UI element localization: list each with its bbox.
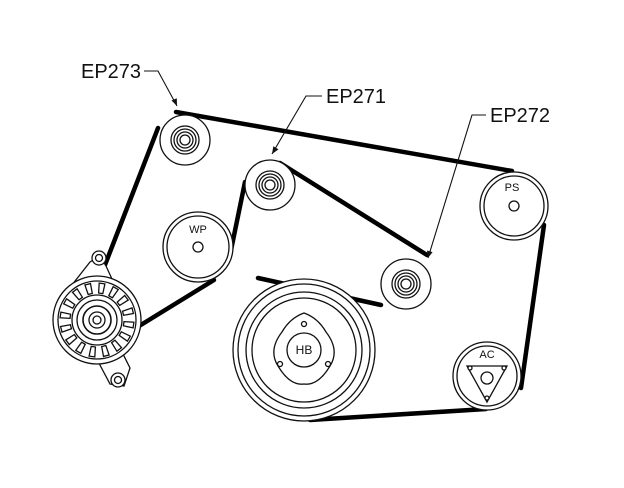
alternator — [52, 250, 142, 388]
serpentine-belt — [83, 109, 547, 423]
callout-leaders — [144, 70, 486, 259]
callout-ep273: EP273 — [81, 61, 141, 83]
callout-arrowheads — [171, 98, 433, 258]
water-pump-pulley — [162, 211, 234, 283]
alternator-vent — [59, 323, 73, 333]
alternator-vent — [84, 282, 94, 296]
alternator-vent — [100, 344, 110, 358]
alternator-vent — [107, 285, 120, 299]
idler-pulley-ep271 — [244, 159, 296, 211]
alternator-vent — [122, 320, 135, 329]
alternator-vent — [62, 297, 76, 310]
hb-label: HB — [296, 343, 313, 357]
ac-label: AC — [479, 349, 494, 361]
alternator-vent — [118, 330, 132, 343]
ps-label: PS — [505, 182, 520, 194]
callout-ep272: EP272 — [490, 105, 550, 127]
alternator-vent — [121, 307, 135, 317]
alternator-vent — [116, 294, 130, 307]
alternator-vent — [64, 333, 78, 346]
wp-label: WP — [189, 224, 207, 236]
alternator-vent — [97, 282, 106, 295]
callout-ep271: EP271 — [326, 86, 386, 108]
alternator-vent — [74, 341, 87, 355]
ac-compressor-pulley — [452, 341, 522, 411]
alternator-vent — [71, 287, 84, 301]
harmonic-balancer-pulley — [232, 278, 376, 422]
idler-pulley-ep272 — [380, 258, 432, 310]
alternator-vent — [110, 339, 123, 353]
power-steering-pulley — [479, 171, 549, 241]
alternator-vent — [59, 311, 72, 320]
alternator-vents — [59, 282, 135, 358]
alternator-vent — [88, 345, 97, 358]
idler-pulley-ep273 — [159, 114, 211, 166]
